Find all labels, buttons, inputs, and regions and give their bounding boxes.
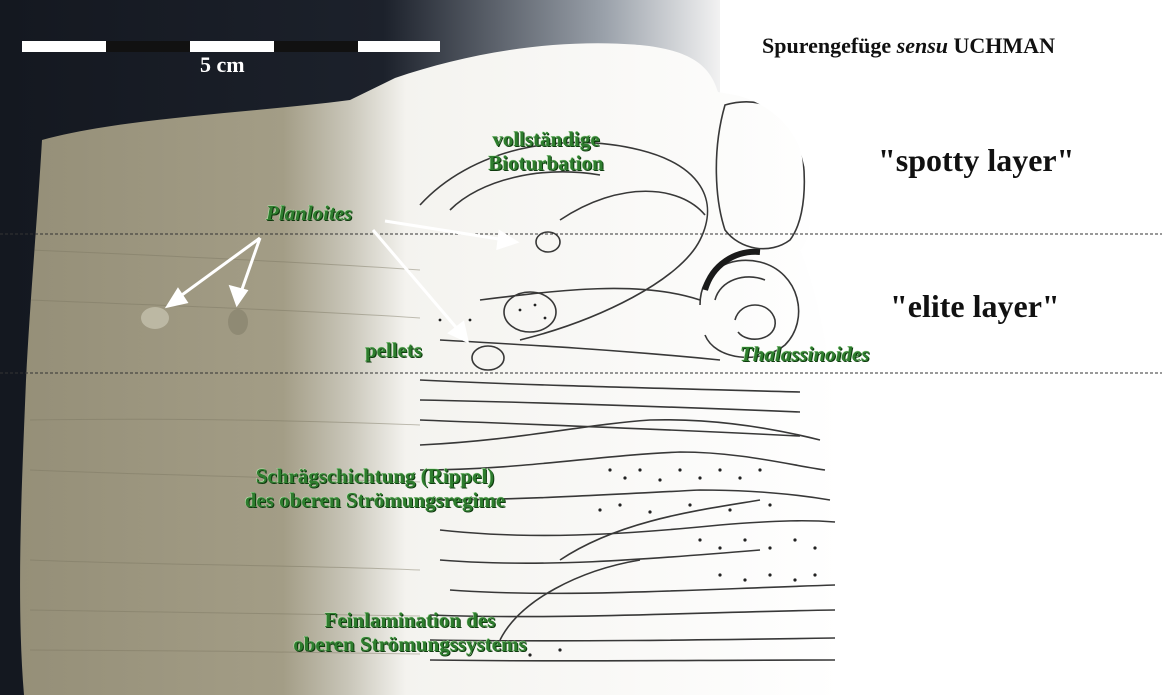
title-italic: sensu	[897, 33, 948, 58]
bioturbation-label: vollständige Bioturbation	[466, 127, 626, 175]
planolites-label: Planloites	[266, 201, 352, 225]
lamination-line-2: oberen Strömungssystems	[250, 632, 570, 656]
bioturbation-line-1: vollständige	[466, 127, 626, 151]
ripple-line-2: des oberen Strömungsregime	[190, 488, 560, 512]
thalassinoides-label: Thalassinoides	[740, 342, 870, 366]
title-prefix: Spurengefüge	[762, 33, 897, 58]
pellets-label: pellets	[365, 338, 422, 362]
bioturbation-line-2: Bioturbation	[466, 151, 626, 175]
lamination-label: Feinlamination des oberen Strömungssyste…	[250, 608, 570, 656]
ripple-label: Schrägschichtung (Rippel) des oberen Str…	[190, 464, 560, 512]
title-author: UCHMAN	[948, 33, 1055, 58]
scale-bar-label: 5 cm	[200, 52, 245, 78]
ripple-line-1: Schrägschichtung (Rippel)	[190, 464, 560, 488]
lamination-line-1: Feinlamination des	[250, 608, 570, 632]
spotty-layer-label: "spotty layer"	[878, 142, 1074, 179]
scale-bar	[22, 41, 440, 52]
figure-title: Spurengefüge sensu UCHMAN	[762, 33, 1055, 59]
elite-layer-label: "elite layer"	[890, 288, 1060, 325]
